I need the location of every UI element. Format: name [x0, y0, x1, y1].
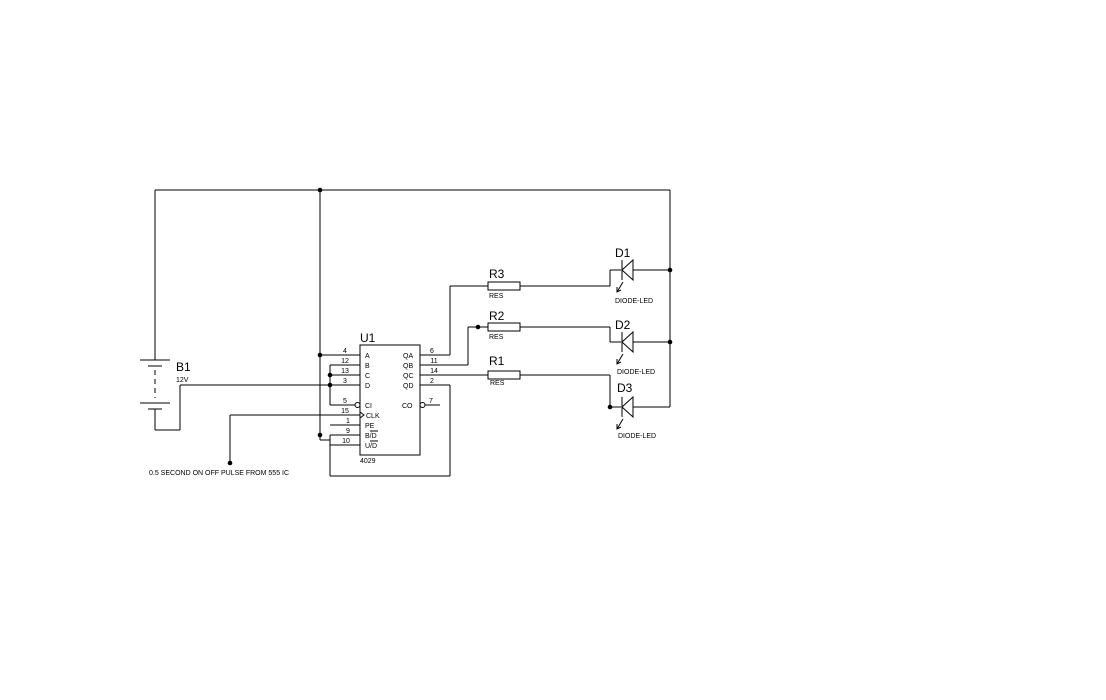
pin-num-7: 7 [429, 398, 433, 405]
pin-num-2: 2 [430, 378, 434, 385]
battery-b1: B1 12V [140, 359, 360, 431]
pin-num-1: 1 [346, 418, 350, 425]
pin-name-b: B [365, 363, 370, 370]
pin-name-co: CO [402, 403, 413, 410]
pin-name-qd: QD [403, 383, 414, 390]
junction-dot [475, 324, 481, 330]
pin-name-ci: CI [365, 403, 372, 410]
pin-name-c: C [365, 373, 370, 380]
junction-dot [317, 352, 323, 358]
clock-input: 0.5 SECOND ON OFF PULSE FROM 555 IC [149, 414, 330, 477]
resistor-r2-ref: R2 [489, 309, 505, 323]
pin-name-qc: QC [403, 373, 414, 380]
pin-num-4: 4 [343, 348, 347, 355]
led-d1: D1 DIODE-LED [615, 246, 673, 305]
clock-terminal-dot [227, 460, 233, 466]
junction-dot [607, 404, 613, 410]
pin-name-qa: QA [403, 353, 413, 360]
junction-dot [327, 372, 333, 378]
pin-name-pe: PE [365, 423, 375, 430]
led-d1-value: DIODE-LED [615, 298, 653, 305]
clock-source-label: 0.5 SECOND ON OFF PULSE FROM 555 IC [149, 470, 289, 477]
pin-num-5: 5 [343, 398, 347, 405]
led-d2-value: DIODE-LED [617, 369, 655, 376]
pin-name-bd: B/D [365, 433, 377, 440]
ic-ref: U1 [360, 331, 376, 345]
led-d3-value: DIODE-LED [618, 433, 656, 440]
pin-num-6: 6 [430, 348, 434, 355]
pin-name-a: A [365, 353, 370, 360]
junction-dot [317, 432, 323, 438]
pin-num-13: 13 [341, 368, 349, 375]
pin-name-ud: U/D [365, 443, 377, 450]
junction-dot [317, 187, 323, 193]
led-d3: D3 DIODE-LED [616, 381, 670, 440]
resistor-r1-value: RES [490, 380, 505, 387]
resistor-r3-ref: R3 [489, 267, 505, 281]
branch-r1-d3: R1 RES [450, 354, 621, 410]
pin-num-12: 12 [341, 358, 349, 365]
ic-left-wiring [317, 352, 451, 477]
pin-num-9: 9 [346, 428, 350, 435]
resistor-r1-ref: R1 [489, 354, 505, 368]
pin-num-15: 15 [341, 408, 349, 415]
pin-num-10: 10 [342, 438, 350, 445]
led-d2-ref: D2 [615, 318, 631, 332]
pin-num-14: 14 [430, 368, 438, 375]
top-power-rail [154, 187, 671, 440]
resistor-r2-value: RES [489, 334, 504, 341]
pin-num-11: 11 [430, 358, 437, 365]
junction-dot [327, 382, 333, 388]
ic-part: 4029 [360, 458, 376, 465]
led-d1-ref: D1 [615, 246, 631, 260]
pin-name-clk: CLK [366, 413, 380, 420]
pin-name-d: D [365, 383, 370, 390]
junction-dot [667, 339, 673, 345]
ic-u1: U1 4029 4 12 13 3 5 15 1 9 10 A B C D CI… [330, 331, 450, 465]
branch-r3-d1: R3 RES [449, 267, 621, 355]
battery-ref: B1 [176, 360, 191, 374]
led-d3-ref: D3 [617, 381, 633, 395]
resistor-r3-value: RES [489, 293, 504, 300]
junction-dot [667, 267, 673, 273]
branch-r2-d2: R2 RES [450, 309, 621, 366]
pin-name-qb: QB [403, 363, 413, 370]
pin-num-3: 3 [343, 378, 347, 385]
battery-value: 12V [176, 377, 189, 384]
led-d2: D2 DIODE-LED [615, 318, 673, 376]
